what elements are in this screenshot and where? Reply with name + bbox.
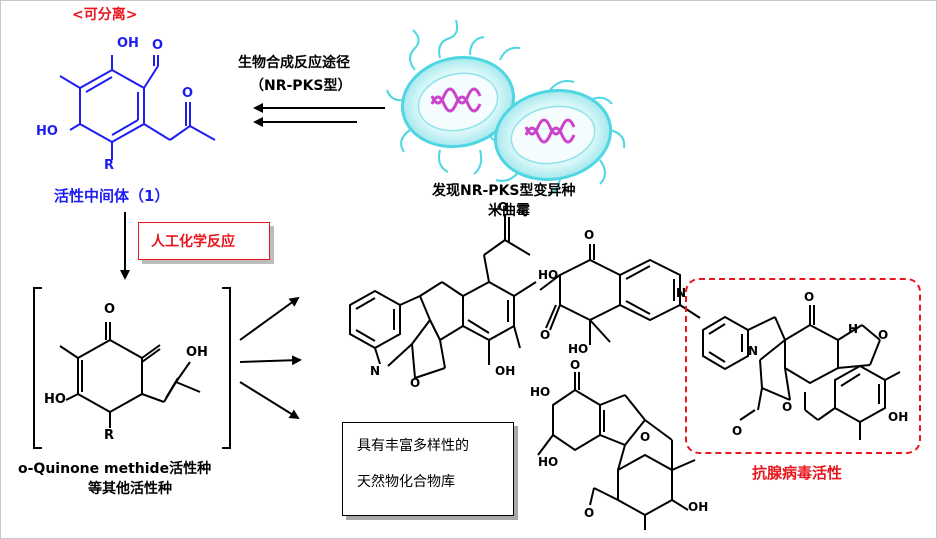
atom-o-p4-carbonyl: O (732, 424, 743, 438)
atom-o-p4-top: O (804, 290, 815, 304)
species-label-line1: o-Quinone methide活性种 (18, 461, 212, 477)
quinone-methide-structure (59, 322, 201, 428)
atom-o-quinone: O (104, 302, 116, 317)
atom-o-p3-ring: O (640, 430, 651, 444)
product-isoquinoline-structure (539, 244, 701, 345)
species-label-line2: 等其他活性种 (88, 481, 172, 497)
fungus-flagella (386, 19, 626, 196)
intermediate-label: 活性中间体（1） (54, 187, 170, 205)
atom-nh-p1: N (370, 364, 381, 378)
atom-o-p2-left: O (540, 328, 551, 342)
library-line2: 天然物化合物库 (357, 474, 455, 490)
atom-o-ketone: O (182, 86, 194, 101)
atom-o-p3-ketone: O (584, 506, 595, 520)
atom-o-p2-top: O (584, 228, 595, 242)
intermediate-1-structure (59, 55, 216, 160)
bracket-right (222, 287, 231, 449)
biosynthesis-arrows (253, 103, 385, 127)
fungus-caption-line2: 米曲霉 (488, 203, 530, 219)
atom-oh-p3: OH (688, 500, 709, 514)
dna-helix-2 (524, 118, 576, 144)
atom-ho-p3-bottom: HO (538, 455, 559, 469)
fungus-illustration (386, 19, 626, 196)
atom-ho-left: HO (36, 124, 58, 139)
atom-o-p1-ketone: O (498, 200, 509, 214)
atom-r-quinone: R (104, 428, 115, 443)
atom-o-p3-top: O (570, 358, 581, 372)
product-antiviral-structure (702, 305, 901, 440)
atom-o-p4-lactone: O (782, 400, 793, 414)
library-line1: 具有丰富多样性的 (357, 438, 469, 454)
product-chromane-structure (537, 372, 696, 530)
pathway-label-line1: 生物合成反应途径 (238, 55, 350, 71)
product-indoline-structure (349, 215, 537, 379)
atom-ho-p2-bottom: HO (568, 342, 589, 356)
atom-oh-p1: OH (495, 364, 516, 378)
fungus-caption-line1: 发现NR-PKS型变异种 (432, 183, 576, 199)
reaction-label-box: 人工化学反应 (138, 222, 270, 260)
atom-oh-enol: OH (186, 345, 208, 360)
antiviral-highlight-box (685, 278, 921, 454)
atom-ho-p3: HO (530, 385, 551, 399)
atom-n-p4: N (748, 344, 759, 358)
atom-oh-p4: OH (888, 410, 909, 424)
atom-oh-top: OH (117, 36, 139, 51)
antiviral-label: 抗腺病毒活性 (752, 464, 843, 482)
dna-helix-1 (430, 87, 482, 113)
pathway-label-line2: （NR-PKS型） (250, 78, 352, 94)
atom-o-aldehyde: O (152, 38, 164, 53)
atom-o-p4-ring: O (878, 328, 889, 342)
bracket-left (33, 287, 42, 449)
reaction-label: 人工化学反应 (151, 234, 235, 250)
atom-ho-p2: HO (538, 268, 559, 282)
library-box: 具有丰富多样性的 天然物化合物库 (342, 422, 514, 516)
atom-h-p4: H (848, 322, 859, 336)
atom-o-p1-ether: O (410, 376, 421, 390)
diversification-arrows (239, 296, 302, 420)
atom-n-p2: N (676, 286, 687, 300)
separable-note: <可分离> (72, 7, 138, 23)
atom-ho-quinone: HO (44, 392, 66, 407)
atom-r: R (104, 158, 115, 173)
